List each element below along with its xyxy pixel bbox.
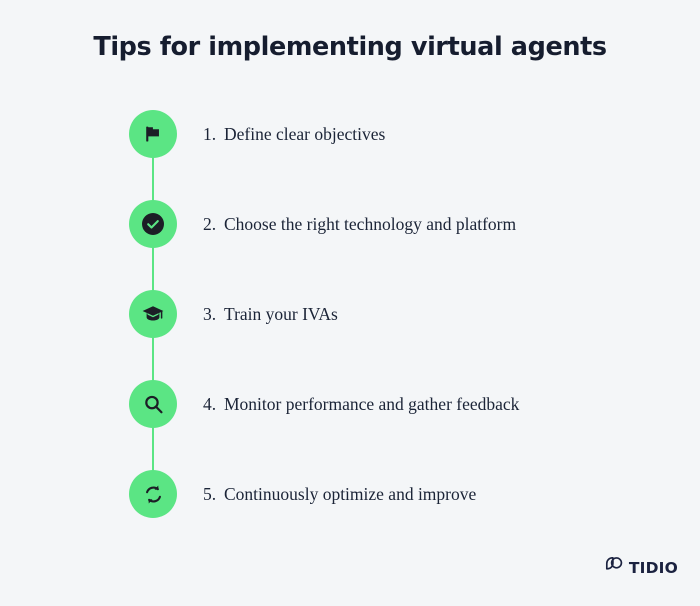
timeline-step-label: Define clear objectives	[224, 124, 386, 144]
timeline-step: 1. Define clear objectives	[0, 110, 700, 158]
timeline-step-text: 4. Monitor performance and gather feedba…	[203, 391, 519, 417]
timeline-bullet	[129, 110, 177, 158]
timeline-bullet	[129, 380, 177, 428]
timeline-step: 3. Train your IVAs	[0, 290, 700, 338]
timeline-step-text: 3. Train your IVAs	[203, 301, 338, 327]
timeline: 1. Define clear objectives 2. Choose the…	[0, 110, 700, 530]
refresh-icon	[142, 483, 165, 506]
tidio-bubble-icon	[604, 555, 625, 581]
timeline-step-label: Choose the right technology and platform	[224, 214, 517, 234]
timeline-step-text: 2. Choose the right technology and platf…	[203, 211, 516, 237]
brand-logo-text: TIDIO	[628, 559, 678, 577]
check-circle-icon	[141, 212, 165, 236]
timeline-step-label: Train your IVAs	[224, 304, 338, 324]
brand-logo: TIDIO	[604, 555, 678, 581]
page-title: Tips for implementing virtual agents	[93, 32, 607, 62]
timeline-step-label: Monitor performance and gather feedback	[224, 394, 520, 414]
timeline-step-number: 4.	[203, 394, 217, 414]
timeline-step-number: 2.	[203, 214, 217, 234]
timeline-step: 4. Monitor performance and gather feedba…	[0, 380, 700, 428]
timeline-step-number: 5.	[203, 484, 217, 504]
timeline-bullet	[129, 200, 177, 248]
magnifier-icon	[142, 393, 165, 416]
timeline-step-number: 1.	[203, 124, 217, 144]
timeline-step-text: 5. Continuously optimize and improve	[203, 481, 476, 507]
timeline-step: 5. Continuously optimize and improve	[0, 470, 700, 518]
timeline-step-text: 1. Define clear objectives	[203, 121, 385, 147]
timeline-step-label: Continuously optimize and improve	[224, 484, 477, 504]
graduation-cap-icon	[141, 302, 165, 326]
timeline-bullet	[129, 290, 177, 338]
timeline-step: 2. Choose the right technology and platf…	[0, 200, 700, 248]
timeline-step-number: 3.	[203, 304, 217, 324]
flag-icon	[142, 123, 164, 145]
timeline-bullet	[129, 470, 177, 518]
